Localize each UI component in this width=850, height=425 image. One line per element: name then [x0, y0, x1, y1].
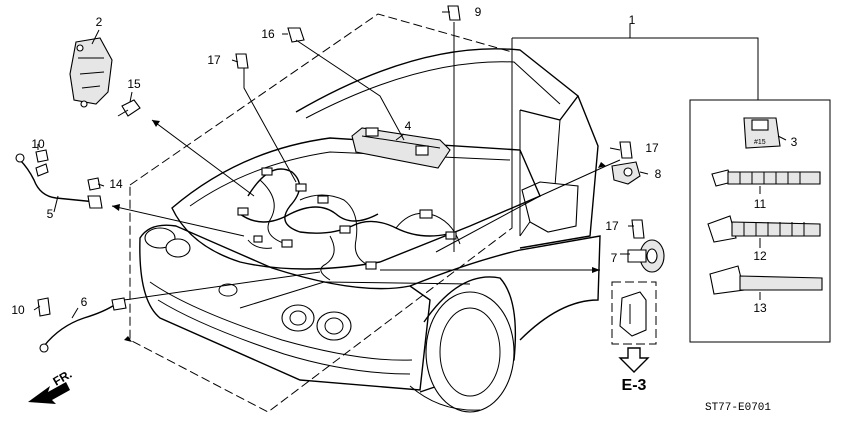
part-12-band-clip — [707, 215, 821, 243]
callout-17-b: 17 — [645, 141, 659, 155]
engine-wire-harness — [237, 167, 461, 281]
clip-marking: #15 — [754, 139, 766, 146]
part-3-clip — [743, 117, 781, 149]
part-11-band-clip — [711, 169, 821, 187]
car-body-drawing — [139, 48, 601, 413]
callout-13: 13 — [753, 301, 767, 315]
part-14-bolt — [87, 177, 101, 191]
callout-10-lower: 10 — [11, 303, 25, 317]
callout-3: 3 — [791, 135, 798, 149]
e3-reference-label: E-3 — [622, 377, 647, 394]
callout-17-c: 17 — [605, 219, 619, 233]
callout-15: 15 — [127, 77, 141, 91]
callout-2: 2 — [96, 15, 103, 29]
callout-8: 8 — [655, 167, 662, 181]
callout-9: 9 — [475, 5, 482, 19]
diagram-code: ST77-E0701 — [705, 402, 771, 414]
part-5-ground-cable — [15, 153, 103, 209]
part-2-bracket — [69, 37, 113, 108]
callout-12: 12 — [753, 249, 767, 263]
callout-7: 7 — [611, 251, 618, 265]
callout-14: 14 — [109, 177, 123, 191]
leader-arrowheads — [112, 120, 606, 342]
part-9-bolt — [447, 5, 461, 21]
front-direction-label: FR. — [51, 367, 75, 389]
callout-1: 1 — [629, 13, 636, 27]
callout-17-a: 17 — [207, 53, 221, 67]
callout-11: 11 — [754, 197, 767, 211]
part-16-clip — [287, 27, 305, 43]
part-4-harness-bracket — [351, 127, 451, 169]
part-17-bolt-b — [619, 141, 633, 159]
part-17-bolt-c — [631, 219, 645, 239]
part-10-bolt-lower — [37, 297, 51, 317]
leader-lines — [33, 11, 787, 319]
part-17-bolt-a — [235, 53, 249, 69]
part-6-ground-cable — [39, 297, 127, 353]
front-direction-arrow-icon — [28, 382, 70, 404]
callout-4: 4 — [405, 119, 412, 133]
part-10-bolt-upper — [35, 149, 49, 163]
part-8-clamp — [611, 161, 641, 185]
callout-5: 5 — [47, 207, 54, 221]
e3-reference-box — [611, 281, 657, 345]
e3-down-arrow-icon — [618, 347, 650, 373]
callout-10-upper: 10 — [31, 137, 45, 151]
callout-6: 6 — [81, 295, 88, 309]
part-15-bolt — [117, 99, 141, 117]
callout-16: 16 — [261, 27, 275, 41]
kit-frame-1 — [511, 24, 831, 343]
part-13-band-clip — [709, 265, 823, 295]
part-7-grommet — [627, 239, 665, 273]
